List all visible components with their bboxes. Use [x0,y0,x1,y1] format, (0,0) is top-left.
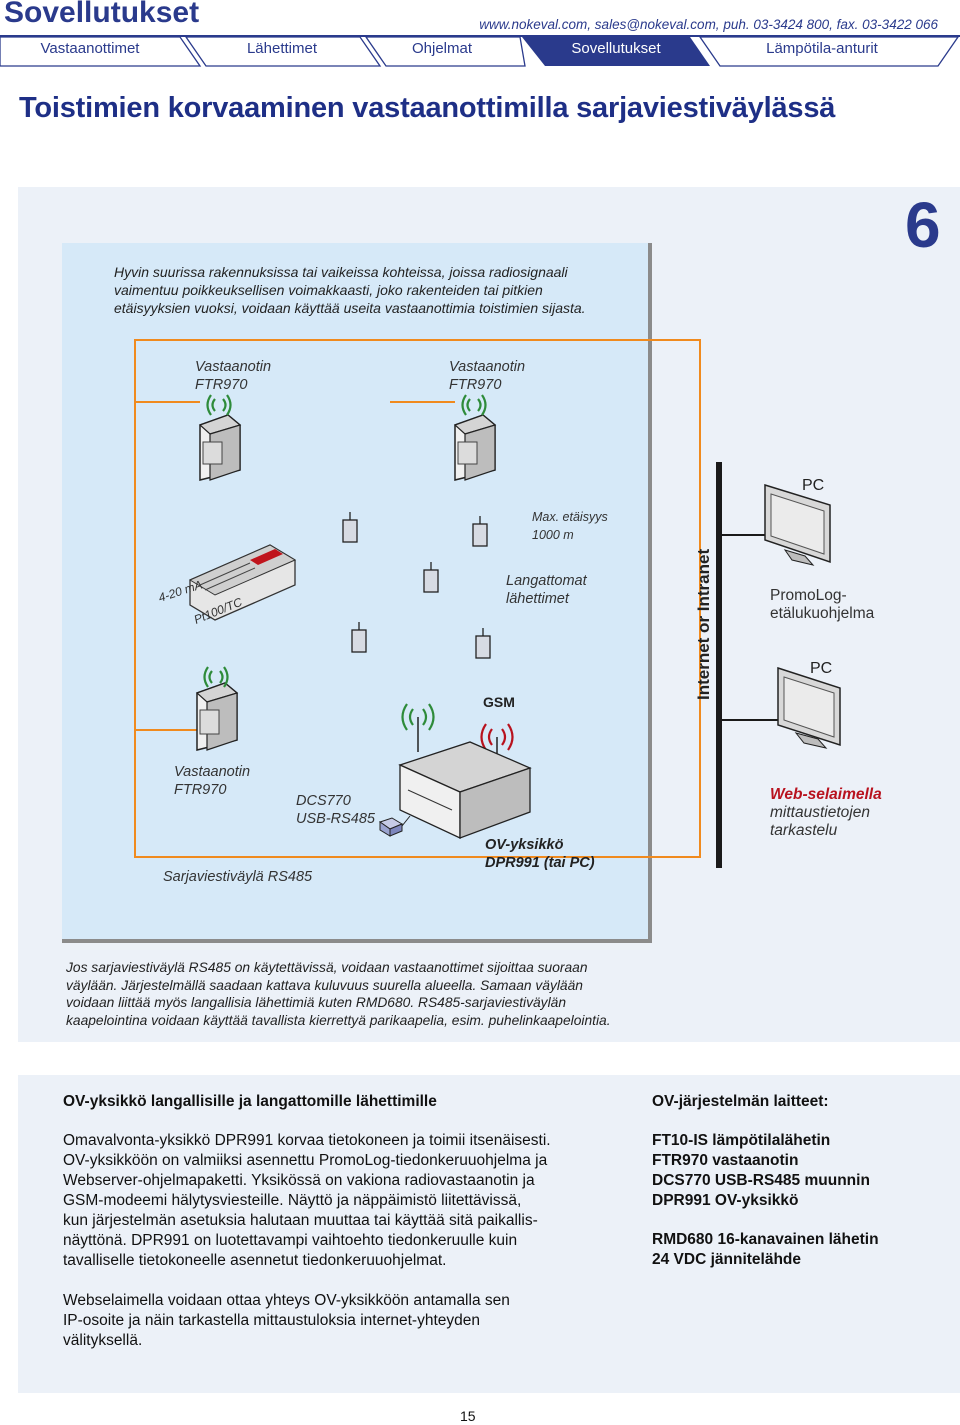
web-browser-label: Web-selaimella mittaustietojen tarkastel… [770,786,882,839]
section-number: 6 [905,189,941,261]
ov-unit-device [398,741,532,840]
pc-bottom-label: PC [810,660,833,677]
list-item: DPR991 OV-yksikkö [652,1192,799,1209]
gsm-label: GSM [483,694,515,710]
left-heading: OV-yksikkö langallisille ja langattomill… [63,1093,437,1110]
tab-shape-lahettimet [184,36,382,67]
left-paragraph-2: Webselaimella voidaan ottaa yhteys OV-yk… [63,1292,510,1349]
wireless-transmitter-icon [342,512,491,659]
tab-lampotila-anturit[interactable]: Lämpötila-anturit [766,40,878,57]
tab-lahettimet[interactable]: Lähettimet [246,40,318,57]
diagram-intro: Hyvin suurissa rakennuksissa tai vaikeis… [114,264,586,316]
antenna-icon [203,394,487,731]
right-heading: OV-järjestelmän laitteet: [652,1093,829,1110]
list-item: 24 VDC jännitelähde [652,1251,802,1268]
network-label: Internet or Intranet [694,549,713,700]
tab-shape-ohjelmat [364,36,526,67]
tab-shape-lampotila [698,36,960,67]
list-item: DCS770 USB-RS485 muunnin [652,1172,870,1189]
receiver-1-device [198,414,242,481]
list-item: RMD680 16-kanavainen lähetin [652,1231,879,1248]
tab-ohjelmat[interactable]: Ohjelmat [411,40,473,57]
list-item: FTR970 vastaanotin [652,1152,799,1169]
promolog-label: PromoLog-etälukuohjelma [770,587,875,622]
tab-shape-vastaanottimet [0,36,202,67]
equipment-list: FT10-IS lämpötilalähetin FTR970 vastaano… [652,1131,879,1270]
pc-top-label: PC [802,477,825,494]
contact-info: www.nokeval.com, sales@nokeval.com, puh.… [479,17,938,32]
receiver-2-device [453,414,497,481]
page-number: 15 [460,1408,476,1424]
network-bar [716,462,722,868]
rmd680-module-device [188,544,297,621]
bus-label: Sarjaviestiväylä RS485 [163,869,313,885]
tab-shape-sovellutukset [522,37,710,66]
info-panel [18,1075,960,1393]
tab-sovellutukset[interactable]: Sovellutukset [571,40,661,57]
tab-bar [0,35,960,67]
pc-monitor-icon [764,483,831,566]
tab-vastaanottimet[interactable]: Vastaanottimet [40,40,140,57]
left-paragraph-1: Omavalvonta-yksikkö DPR991 korvaa tietok… [63,1132,551,1269]
rs485-note: Jos sarjaviestiväylä RS485 on käytettävi… [66,960,611,1028]
rs485-bus-lines [134,339,701,858]
dcs770-device [378,815,411,837]
pc-monitor-icon-2 [777,666,841,749]
page-title: Toistimien korvaaminen vastaanottimilla … [19,92,836,124]
receiver-3-device [195,682,239,751]
list-item: FT10-IS lämpötilalähetin [652,1132,831,1149]
brand-title: Sovellutukset [4,0,200,29]
diagram-box [62,243,652,943]
